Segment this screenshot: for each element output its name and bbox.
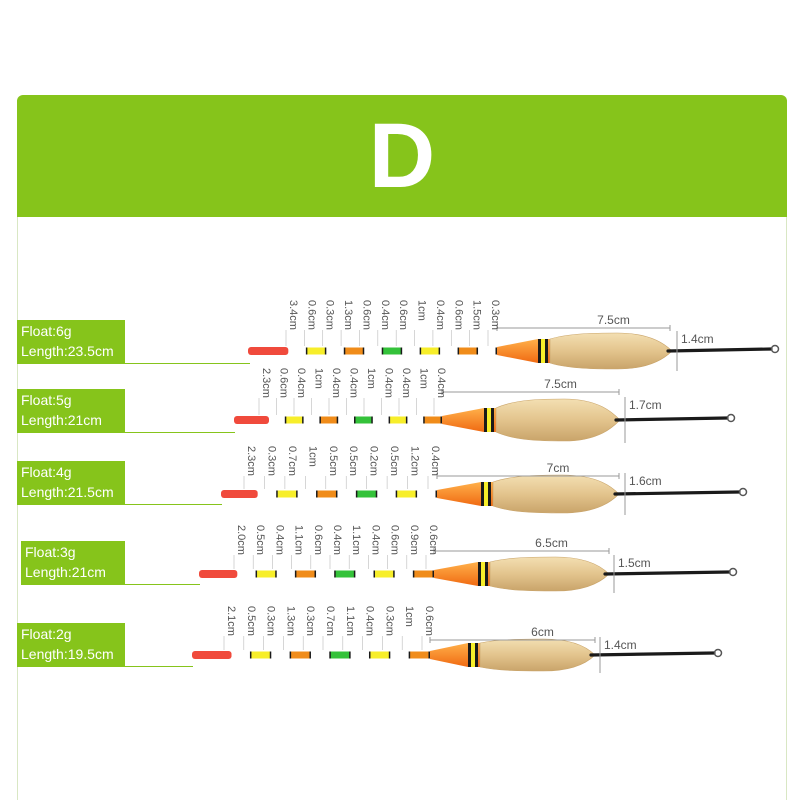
float-label-3g: Float:3g Length:21cm [21,541,125,585]
float-weight: Float:2g [21,626,72,642]
float-length: Length:21.5cm [21,484,114,500]
float-label-4g: Float:4g Length:21.5cm [17,461,125,505]
float-label-5g: Float:5g Length:21cm [17,389,125,433]
float-label-2g: Float:2g Length:19.5cm [17,623,125,667]
float-weight: Float:6g [21,323,72,339]
label-underline [125,504,222,505]
variant-letter: D [368,105,436,207]
header-banner: D [17,95,787,217]
float-length: Length:21cm [21,412,102,428]
float-length: Length:19.5cm [21,646,114,662]
label-underline [125,432,235,433]
label-underline [125,363,250,364]
float-length: Length:21cm [25,564,106,580]
float-weight: Float:3g [25,544,76,560]
float-length: Length:23.5cm [21,343,114,359]
label-underline [125,584,200,585]
card-border [17,217,787,800]
float-weight: Float:5g [21,392,72,408]
float-label-6g: Float:6g Length:23.5cm [17,320,125,364]
float-weight: Float:4g [21,464,72,480]
product-card: D [17,95,787,800]
label-underline [125,666,193,667]
